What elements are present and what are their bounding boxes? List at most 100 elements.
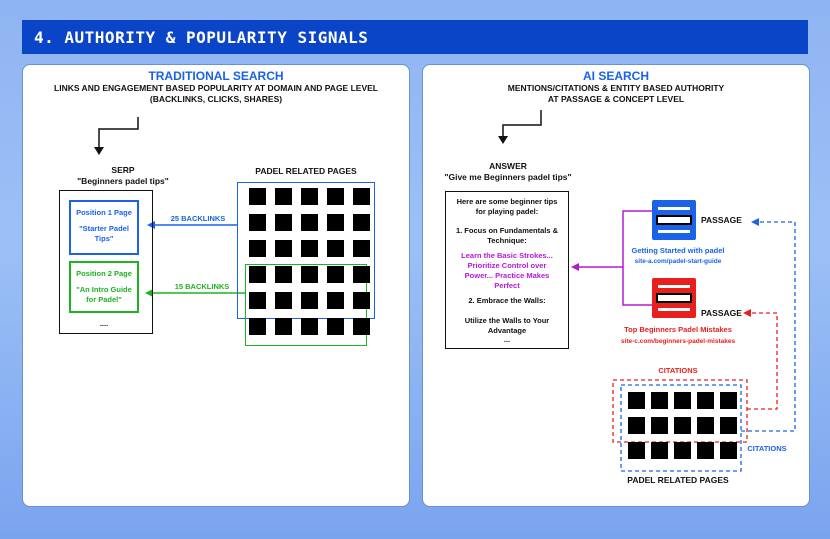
position-2-page: Position 2 Page "An Intro Guide for Pade… [69,261,139,313]
answer-highlight: Learn the Basic Strokes... Prioritize Co… [461,251,553,290]
citations-blue-label: CITATIONS [747,444,787,453]
position-1-title: Position 1 Page [76,208,132,217]
page-square [275,240,292,257]
ai-search-subtitle: MENTIONS/CITATIONS & ENTITY BASED AUTHOR… [507,83,725,104]
page-square [353,292,370,309]
backlinks-15-label: 15 BACKLINKS [174,282,230,291]
traditional-search-subtitle: LINKS AND ENGAGEMENT BASED POPULARITY AT… [54,83,378,104]
page-square [301,292,318,309]
page-square [720,392,737,409]
citations-blue-arrow-head [751,218,759,226]
page-square [720,442,737,459]
ai-search-panel: AI SEARCH MENTIONS/CITATIONS & ENTITY BA… [422,64,810,507]
down-arrow [502,110,542,138]
page-square [674,442,691,459]
down-arrow [98,117,139,149]
page-square [353,214,370,231]
traditional-arrows [94,117,245,297]
page-square [720,417,737,434]
source-1-title: Getting Started with padel [631,246,725,255]
traditional-search-title: TRADITIONAL SEARCH [148,69,284,83]
page-square [697,417,714,434]
backlinks-arrow-green-head [145,289,153,297]
page-square [697,442,714,459]
answer-ellipsis: ... [503,335,511,344]
position-1-page: Position 1 Page "Starter Padel Tips" [69,200,139,255]
passage-connector-blue [577,210,652,268]
page-square [249,318,266,335]
citations-red-arrow [747,312,778,410]
passage-label-2: PASSAGE [701,308,742,318]
page-square [353,318,370,335]
passage-label-1: PASSAGE [701,215,742,225]
citations-blue-arrow [741,221,796,432]
answer-point-2: 2. Embrace the Walls: [468,296,546,305]
page-square [301,318,318,335]
page-square [651,417,668,434]
page-square [249,188,266,205]
page-square [327,292,344,309]
page-square [327,214,344,231]
page-square [327,188,344,205]
page-square [628,417,645,434]
down-arrow-head [94,147,104,155]
ai-pages-label: PADEL RELATED PAGES [627,475,729,485]
page-square [275,318,292,335]
page-square [651,392,668,409]
page-square [275,214,292,231]
source-2-url: site-c.com/beginners-padel-mistakes [620,338,736,345]
passage-doc-blue-icon [652,200,696,240]
passage-doc-red-icon [652,278,696,318]
source-2-title: Top Beginners Padel Mistakes [624,325,732,334]
page-square [353,188,370,205]
page-square [651,442,668,459]
citations-red-label: CITATIONS [658,366,698,375]
page-square [327,266,344,283]
page-square [327,240,344,257]
backlinks-25-label: 25 BACKLINKS [170,214,226,223]
ai-search-title: AI SEARCH [582,69,649,83]
page-square [674,392,691,409]
serp-box [59,190,153,334]
page-square [249,214,266,231]
page-square [697,392,714,409]
serp-ellipsis: .... [99,319,109,328]
page-square [275,292,292,309]
page-square [301,240,318,257]
citations-blue-box [620,384,742,472]
page-square [674,417,691,434]
source-1-url: site-a.com/padel-start-guide [634,258,722,265]
serp-query: "Beginners padel tips" [77,176,169,186]
position-1-text: "Starter Padel Tips" [79,224,129,243]
passage-connector-red [622,267,652,306]
section-header: 4. AUTHORITY & POPULARITY SIGNALS [22,20,808,54]
page-square [628,392,645,409]
serp-label: SERP [111,165,135,175]
answer-point-1: 1. Focus on Fundamentals & Technique: [455,226,559,245]
answer-point-2-text: Utilize the Walls to Your Advantage [464,316,550,335]
page-square [249,292,266,309]
citations-red-arrow-head [743,309,751,317]
page-square [249,266,266,283]
answer-intro: Here are some beginner tips for playing … [456,197,558,216]
answer-box: Here are some beginner tips for playing … [445,191,569,349]
down-arrow-head [498,136,508,144]
page-square [301,214,318,231]
page-square [327,318,344,335]
padel-pages-label: PADEL RELATED PAGES [255,166,357,176]
backlinks-arrow-blue-head [147,221,155,229]
section-title: 4. AUTHORITY & POPULARITY SIGNALS [34,27,369,47]
page-square [275,188,292,205]
page-square [353,240,370,257]
purple-arrow-head [571,263,579,271]
position-2-text: "An Intro Guide for Padel" [76,285,132,304]
page-square [249,240,266,257]
page-square [301,188,318,205]
answer-query: "Give me Beginners padel tips" [444,172,572,182]
position-2-title: Position 2 Page [76,269,132,278]
page-square [353,266,370,283]
answer-label: ANSWER [489,161,527,171]
traditional-search-panel: TRADITIONAL SEARCH LINKS AND ENGAGEMENT … [22,64,410,507]
page-square [275,266,292,283]
page-square [301,266,318,283]
